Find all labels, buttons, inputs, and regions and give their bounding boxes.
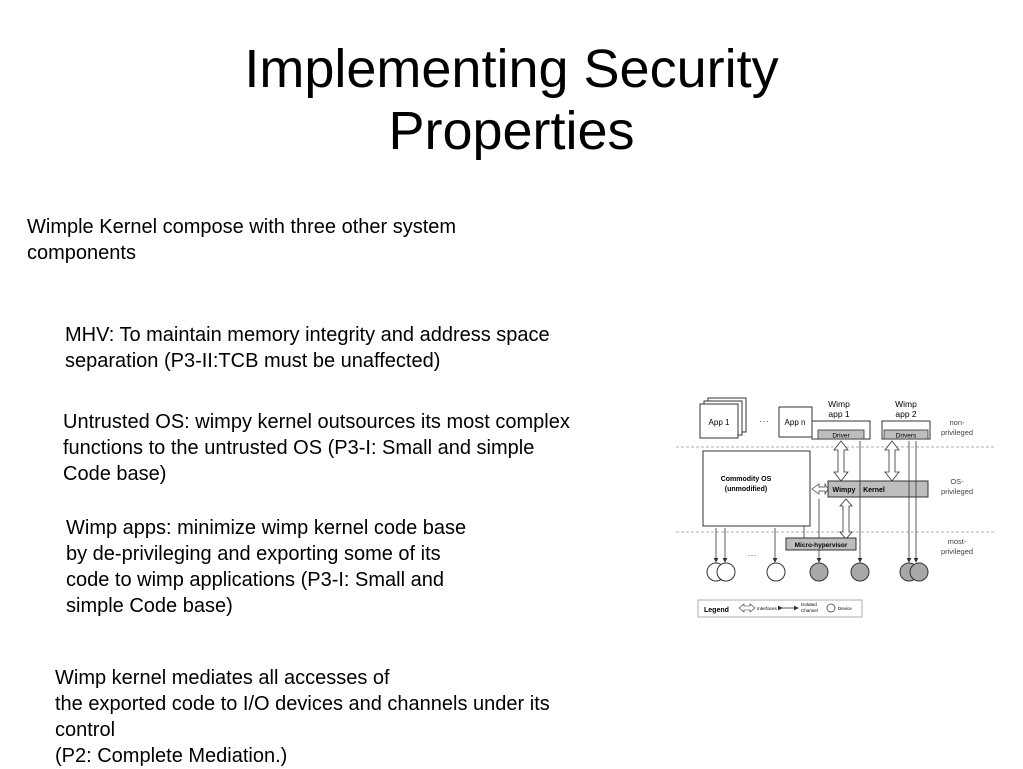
isolated-channel-arrow <box>884 440 900 482</box>
device-icon <box>766 562 786 582</box>
micro-hypervisor-label: Micro-hypervisor <box>795 542 848 549</box>
drivers-label: Drivers <box>896 433 917 440</box>
wimp-app-2-label-line-1: Wimp <box>895 399 917 409</box>
isolated-channel-arrow <box>833 440 849 482</box>
level-most-privileged-line-1: most- <box>948 537 967 546</box>
wimp-apps-paragraph: Wimp apps: minimize wimp kernel code bas… <box>66 517 467 617</box>
driver-box <box>817 429 865 440</box>
title-line-1: Implementing Security <box>244 39 779 99</box>
commodity-os-box <box>702 450 811 527</box>
device-icon <box>716 562 736 582</box>
wimp-app-1-label-line-2: app 1 <box>828 409 850 419</box>
driver-label: Driver <box>832 433 850 440</box>
app-1-stack: App 1 <box>699 397 747 439</box>
legend-device-icon <box>826 603 836 613</box>
device-icon <box>809 562 829 582</box>
title-line-2: Properties <box>388 101 635 161</box>
legend-isolated-label-line-2: Channel <box>801 608 818 613</box>
app-1-label: App 1 <box>709 418 730 427</box>
devices-ellipsis: ··· <box>748 550 757 560</box>
slide-title: Implementing Security Properties <box>0 38 1023 162</box>
apps-ellipsis: ··· <box>759 416 769 427</box>
legend-device-label: Device <box>838 606 852 611</box>
mhv-paragraph: MHV: To maintain memory integrity and ad… <box>65 324 550 372</box>
wimpy-label: Wimpy <box>833 487 856 494</box>
device-icon <box>909 562 929 582</box>
mediation-paragraph: Wimp kernel mediates all accesses of the… <box>55 667 550 767</box>
legend-title: Legend <box>704 607 729 614</box>
wimp-app-2-label-line-2: app 2 <box>895 409 917 419</box>
micro-hypervisor-box <box>785 537 857 551</box>
legend-isolated-label-line-1: Isolated <box>801 602 817 607</box>
intro-paragraph: Wimple Kernel compose with three other s… <box>27 216 457 264</box>
app-n-box: App n <box>778 406 813 438</box>
device-icon <box>850 562 870 582</box>
level-os-privileged-line-1: OS- <box>950 477 964 486</box>
wimpy-kernel-architecture-diagram: App 1 ··· App n Wimp app 1 Driver Wimp a… <box>676 397 994 618</box>
isolated-channel-icon <box>811 482 829 496</box>
level-non-privileged-line-1: non- <box>949 418 965 427</box>
commodity-os-label-line-2: (unmodified) <box>725 486 767 493</box>
level-non-privileged-line-2: privileged <box>941 428 973 437</box>
legend-interface-icon <box>738 603 756 613</box>
level-os-privileged-line-2: privileged <box>941 487 973 496</box>
app-n-label: App n <box>785 418 806 427</box>
commodity-os-label-line-1: Commodity OS <box>721 476 772 483</box>
legend-interfaces-label: Interfaces <box>757 606 778 611</box>
isolated-channel-arrow <box>839 498 853 540</box>
untrusted-os-paragraph: Untrusted OS: wimpy kernel outsources it… <box>63 411 570 485</box>
kernel-label: Kernel <box>863 487 885 494</box>
level-most-privileged-line-2: privileged <box>941 547 973 556</box>
drivers-box <box>883 429 929 440</box>
wimp-app-1-label-line-1: Wimp <box>828 399 850 409</box>
